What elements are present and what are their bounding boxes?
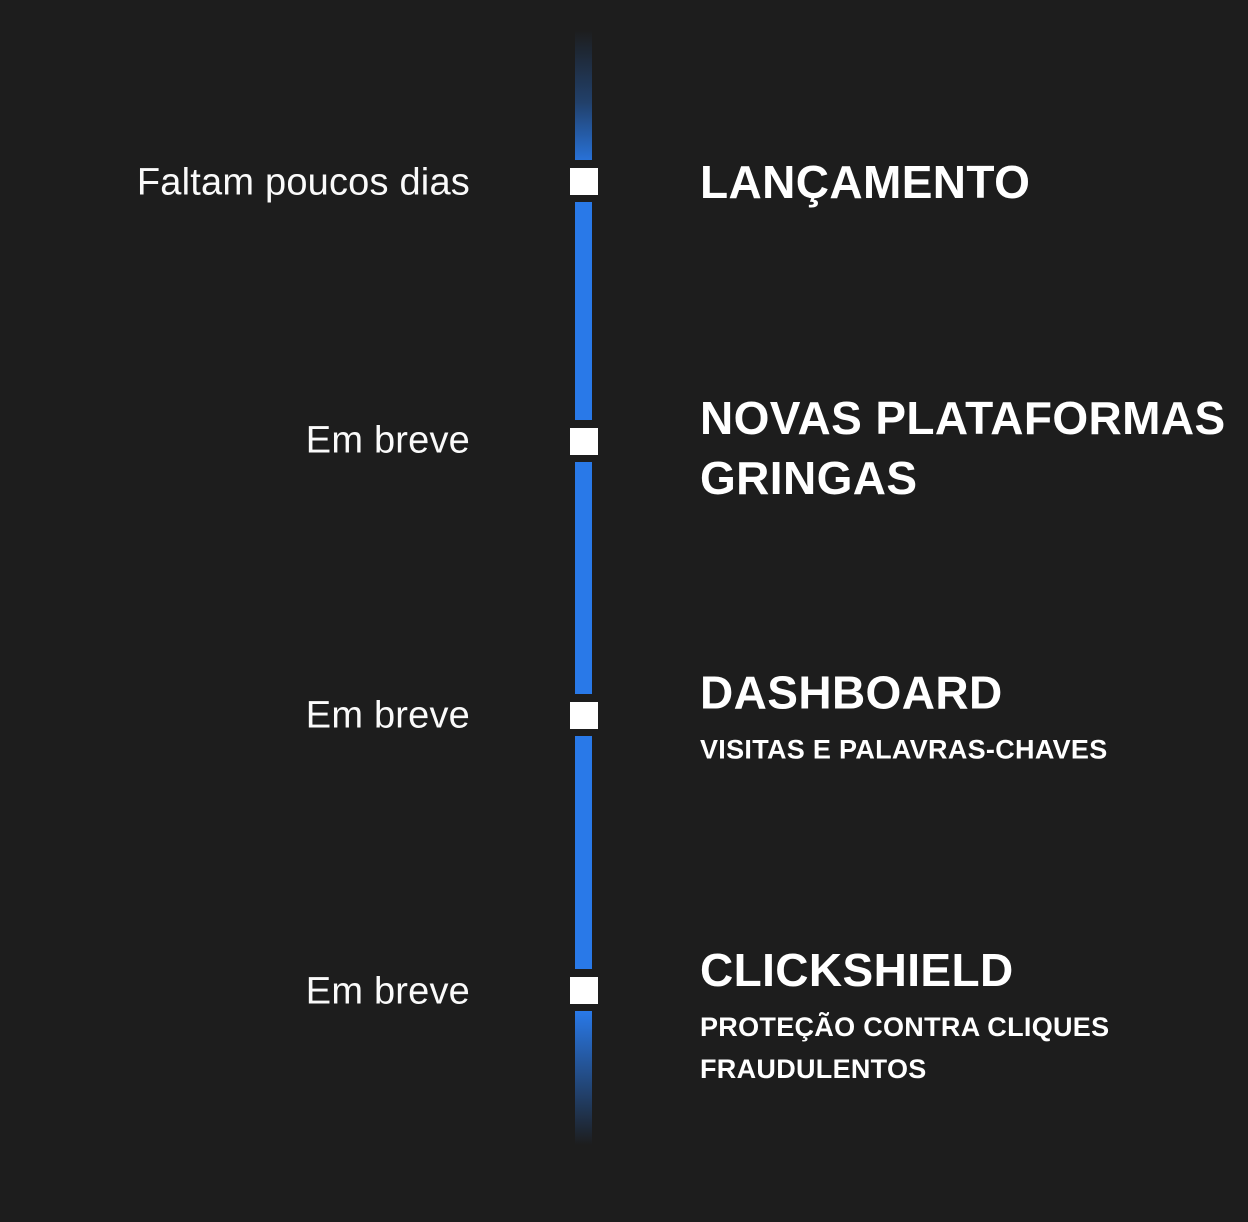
status-label-launch: Faltam poucos dias <box>136 161 470 204</box>
marker-square-icon <box>570 167 598 195</box>
milestone-entry-launch: LANÇAMENTO <box>700 153 1245 213</box>
milestone-entry-platforms: NOVAS PLATAFORMAS GRINGAS <box>700 389 1245 509</box>
timeline-marker-3 <box>570 694 598 736</box>
marker-square-icon <box>570 701 598 729</box>
timeline-marker-4 <box>570 969 598 1011</box>
status-label-clickshield: Em breve <box>305 970 470 1013</box>
timeline-marker-2 <box>570 420 598 462</box>
milestone-title: LANÇAMENTO <box>700 156 1031 209</box>
milestone-entry-clickshield: CLICKSHIELD PROTEÇÃO CONTRA CLIQUES FRAU… <box>700 941 1245 1091</box>
timeline-marker-1 <box>570 160 598 202</box>
timeline-line <box>575 30 592 1145</box>
milestone-title: NOVAS PLATAFORMAS GRINGAS <box>700 392 1226 504</box>
marker-square-icon <box>570 427 598 455</box>
milestone-title: DASHBOARD <box>700 666 1003 719</box>
marker-square-icon <box>570 976 598 1004</box>
milestone-subtitle: PROTEÇÃO CONTRA CLIQUES FRAUDULENTOS <box>700 1011 1110 1085</box>
milestone-entry-dashboard: DASHBOARD VISITAS E PALAVRAS-CHAVES <box>700 663 1245 770</box>
milestone-subtitle: VISITAS E PALAVRAS-CHAVES <box>700 734 1108 765</box>
status-label-platforms: Em breve <box>305 419 470 462</box>
status-label-dashboard: Em breve <box>305 694 470 737</box>
milestone-title: CLICKSHIELD <box>700 943 1014 996</box>
